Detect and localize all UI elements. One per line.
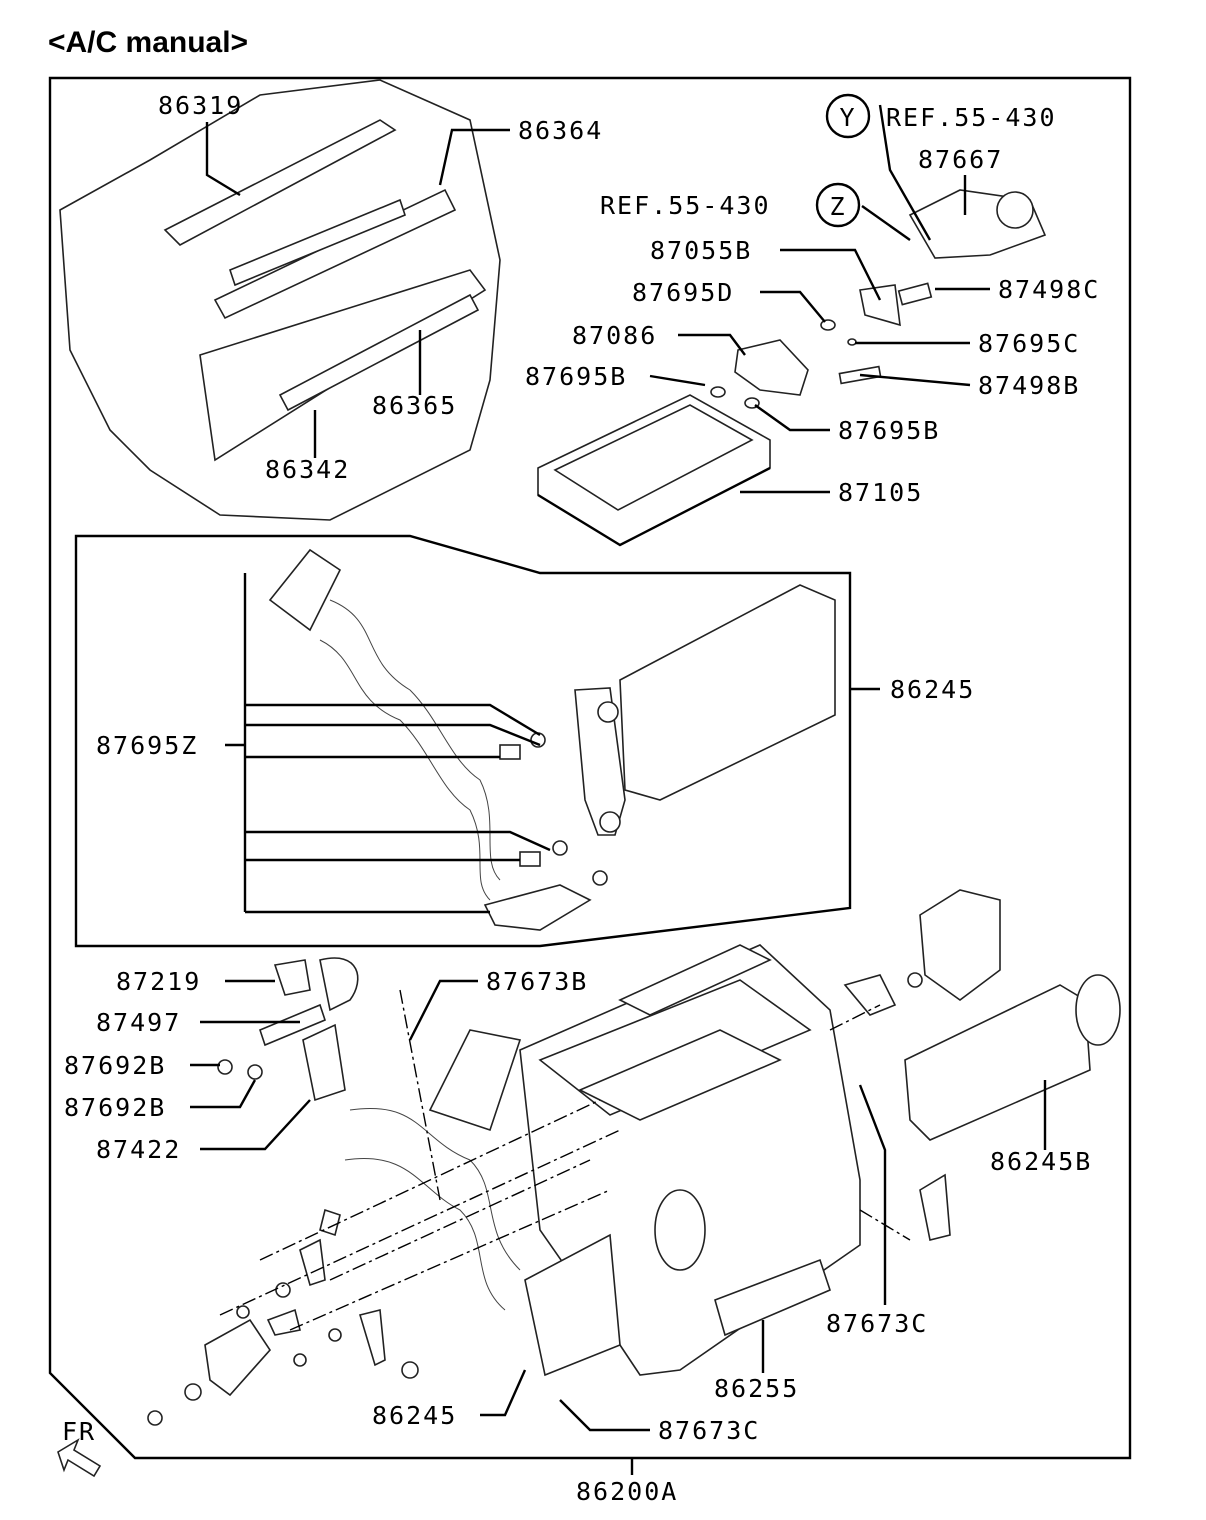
part-label-87692b-lower: 87692B bbox=[64, 1093, 166, 1122]
blower-case-illustration bbox=[59, 79, 501, 521]
ref-circle-y-letter: Y bbox=[839, 103, 856, 132]
part-label-87673b: 87673B bbox=[486, 967, 588, 996]
ref-circle-y bbox=[825, 93, 871, 139]
part-label-86255: 86255 bbox=[714, 1374, 799, 1403]
part-label-86365: 86365 bbox=[372, 391, 457, 420]
part-label-87695b-upper: 87695B bbox=[525, 362, 627, 391]
part-label-87086: 87086 bbox=[572, 321, 657, 350]
fr-arrow-icon bbox=[57, 1438, 102, 1478]
ref-text-upper: REF.55-430 bbox=[886, 103, 1057, 132]
inset-frame bbox=[74, 534, 852, 948]
part-label-87422: 87422 bbox=[96, 1135, 181, 1164]
part-label-86364: 86364 bbox=[518, 116, 603, 145]
resistor-illustration bbox=[147, 957, 419, 1426]
part-label-86245-bottom: 86245 bbox=[372, 1401, 457, 1430]
leader-lines bbox=[190, 104, 1047, 1475]
page-title: <A/C manual> bbox=[48, 26, 249, 59]
fr-label: FR bbox=[62, 1417, 96, 1446]
ref-text-lower: REF.55-430 bbox=[600, 191, 771, 220]
part-label-87497: 87497 bbox=[96, 1008, 181, 1037]
ref-circle-z bbox=[815, 182, 861, 228]
part-label-87695d: 87695D bbox=[632, 278, 734, 307]
hvac-unit-illustration bbox=[344, 944, 861, 1377]
part-label-87692b-upper: 87692B bbox=[64, 1051, 166, 1080]
part-label-87498b: 87498B bbox=[978, 371, 1080, 400]
side-core-illustration bbox=[843, 889, 1121, 1241]
part-label-87673c-bottom: 87673C bbox=[658, 1416, 760, 1445]
part-label-87695z: 87695Z bbox=[96, 731, 198, 760]
part-label-86319: 86319 bbox=[158, 91, 243, 120]
evaporator-illustration bbox=[537, 394, 771, 547]
ref-circle-z-letter: Z bbox=[829, 192, 846, 221]
assembly-lines bbox=[219, 989, 911, 1331]
part-label-87055b: 87055B bbox=[650, 236, 752, 265]
part-label-87219: 87219 bbox=[116, 967, 201, 996]
heater-core-illustration bbox=[268, 548, 836, 931]
part-label-87498c: 87498C bbox=[998, 275, 1100, 304]
part-label-86245b: 86245B bbox=[990, 1147, 1092, 1176]
expansion-valve-illustration bbox=[710, 189, 1047, 409]
part-label-87105: 87105 bbox=[838, 478, 923, 507]
part-label-86200a: 86200A bbox=[576, 1477, 678, 1506]
part-label-87695c: 87695C bbox=[978, 329, 1080, 358]
part-label-86342: 86342 bbox=[265, 455, 350, 484]
part-label-87667: 87667 bbox=[918, 145, 1003, 174]
part-labels: Y Z REF.55-430 REF.55-430 FR 86319 86364… bbox=[62, 91, 1100, 1506]
part-label-87673c-right: 87673C bbox=[826, 1309, 928, 1338]
part-label-86245-inset: 86245 bbox=[890, 675, 975, 704]
part-label-87695b-lower: 87695B bbox=[838, 416, 940, 445]
